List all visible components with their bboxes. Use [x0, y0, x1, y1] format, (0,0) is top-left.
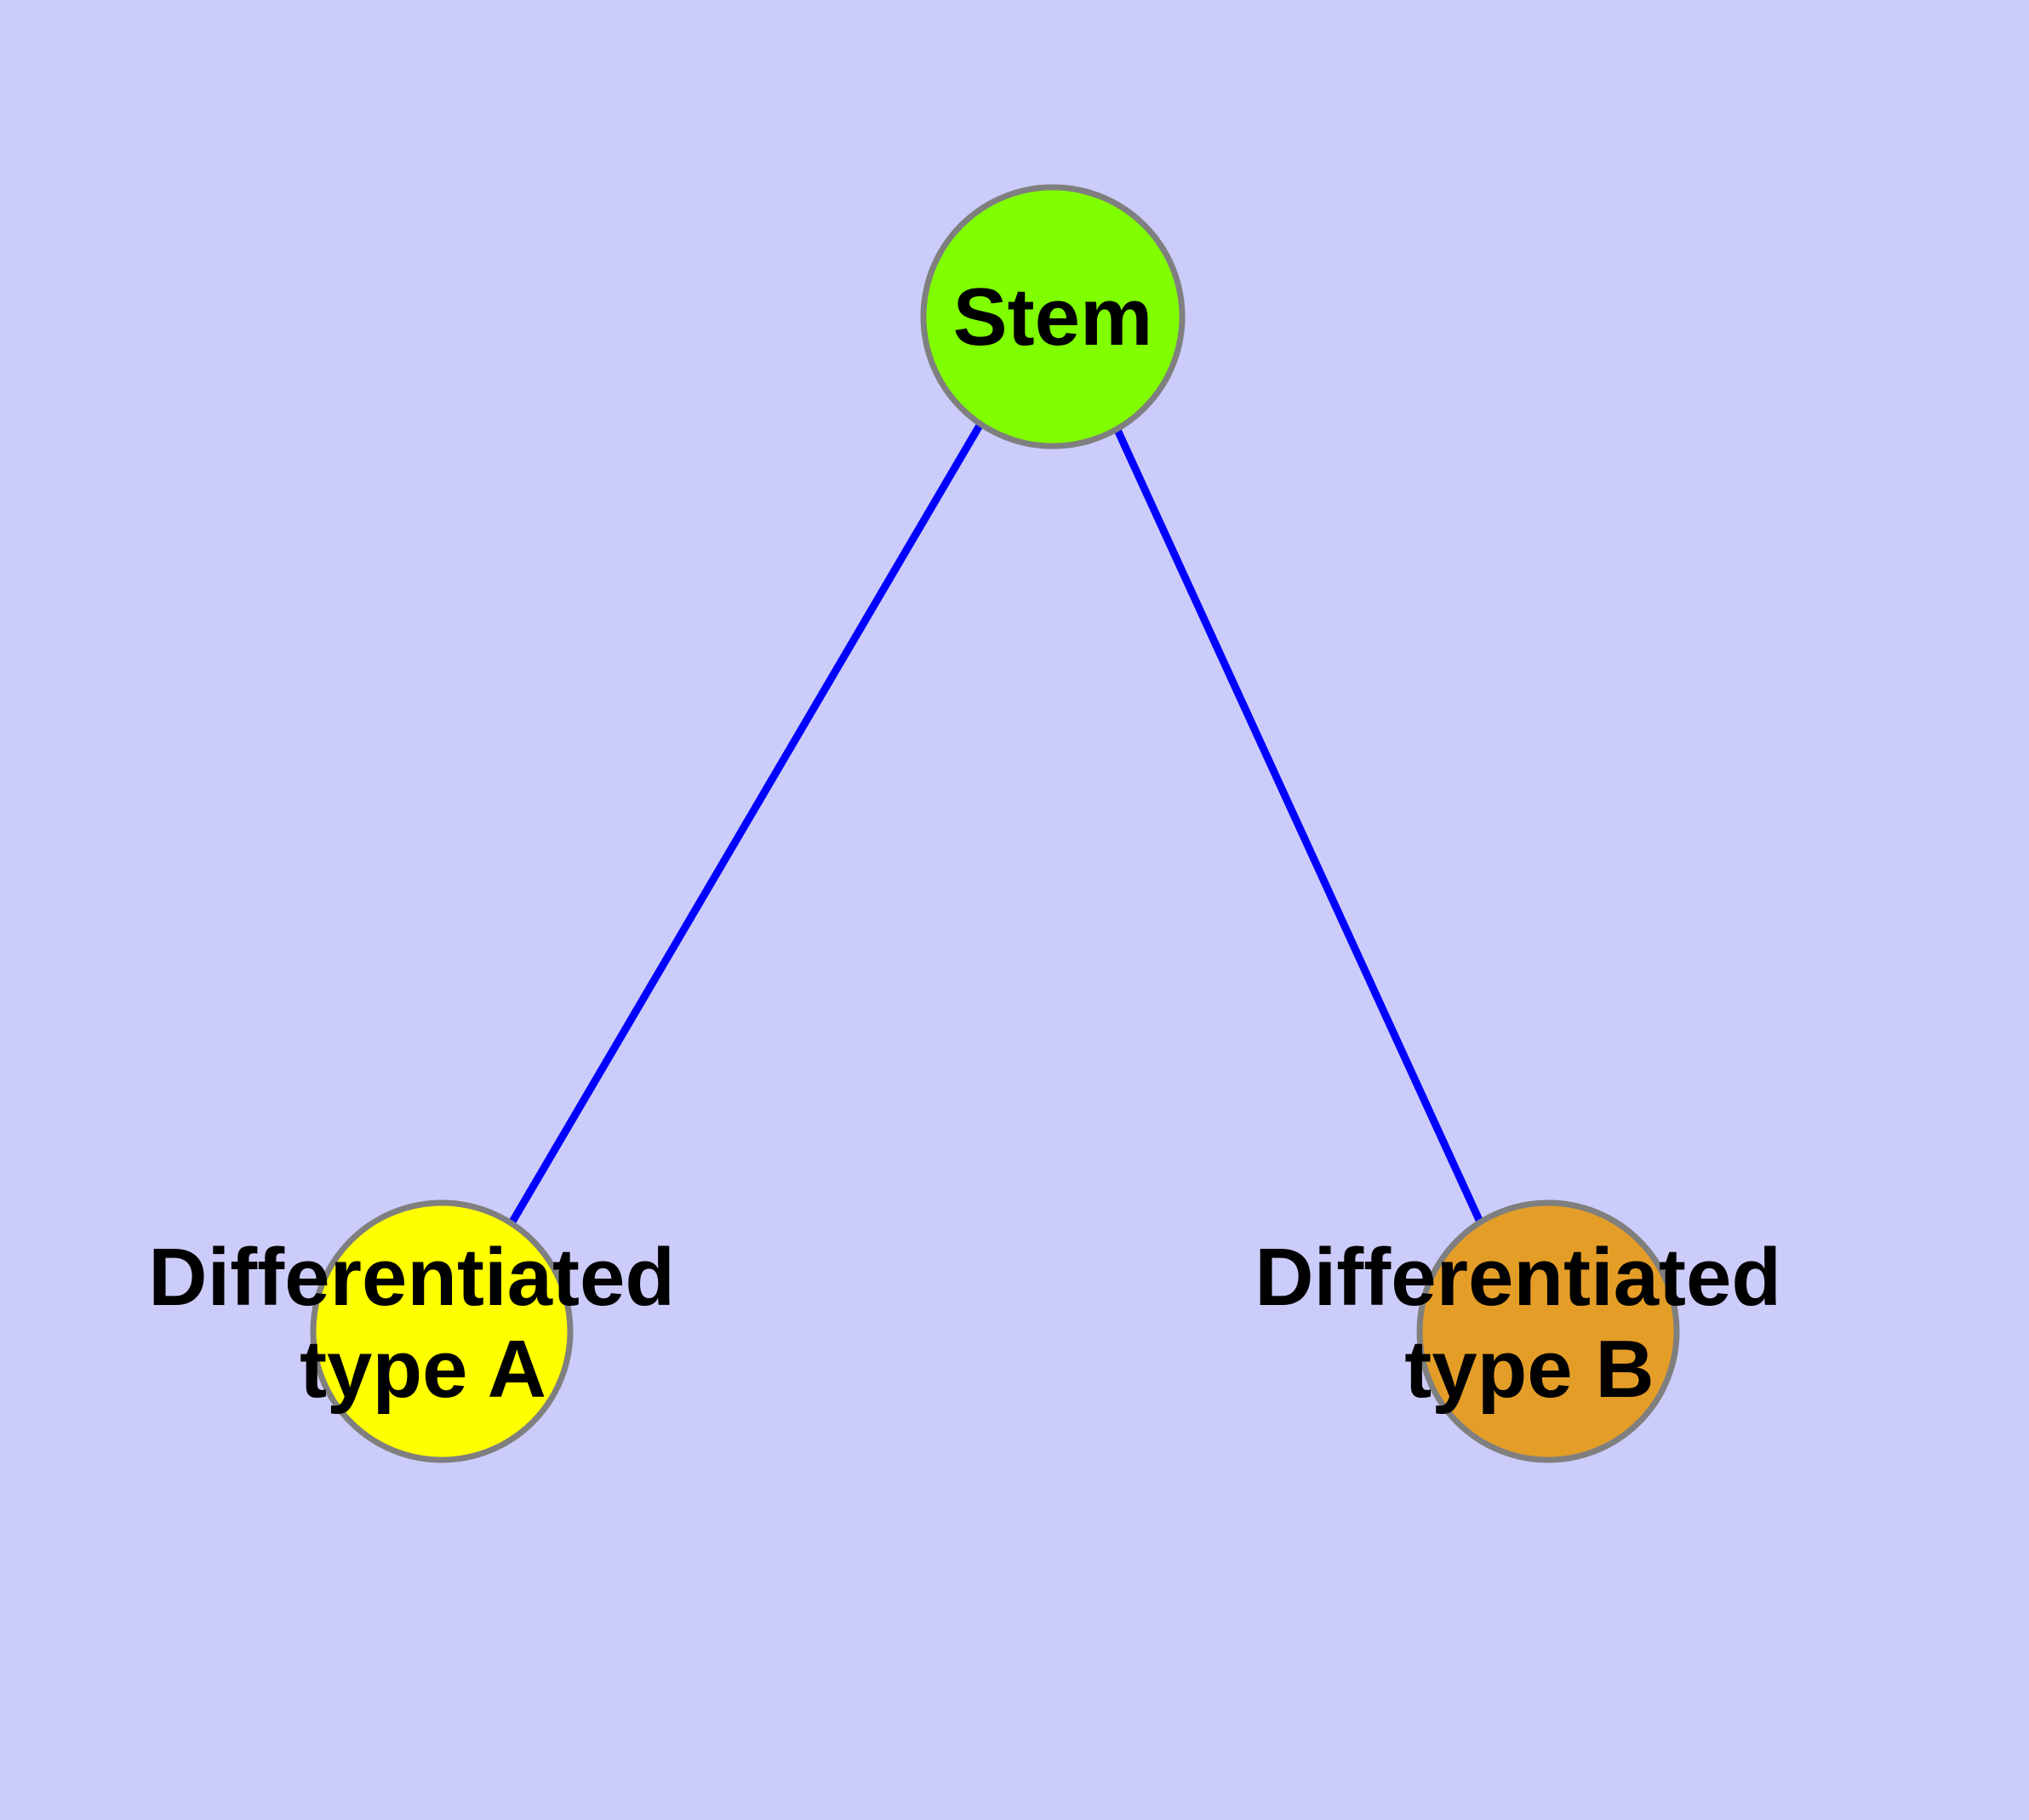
edge-layer	[508, 421, 1487, 1229]
label-layer: Stem Differentiated type A Differentiate…	[148, 272, 1803, 1415]
node-differentiated-type-a-label-line-1: Differentiated	[148, 1232, 675, 1323]
node-stem-label: Stem	[953, 272, 1153, 363]
edge-stem-to-differentiated-type-b[interactable]	[1113, 428, 1487, 1229]
node-differentiated-type-a-circle[interactable]	[310, 1199, 574, 1463]
node-differentiated-type-b-label-line-1: Differentiated	[1255, 1232, 1781, 1323]
node-differentiated-type-a-label-line-2: type A	[300, 1324, 546, 1415]
edge-stem-to-differentiated-type-a[interactable]	[508, 421, 984, 1226]
node-stem-label-line-1: Stem	[953, 272, 1153, 363]
node-differentiated-type-b-circle[interactable]	[1416, 1199, 1680, 1463]
node-differentiated-type-b-label: Differentiated type B	[1255, 1232, 1803, 1415]
node-layer	[310, 184, 1680, 1463]
node-stem-circle[interactable]	[920, 184, 1186, 449]
node-differentiated-type-a-label: Differentiated type A	[148, 1232, 697, 1415]
node-differentiated-type-b-label-line-2: type B	[1404, 1324, 1654, 1415]
